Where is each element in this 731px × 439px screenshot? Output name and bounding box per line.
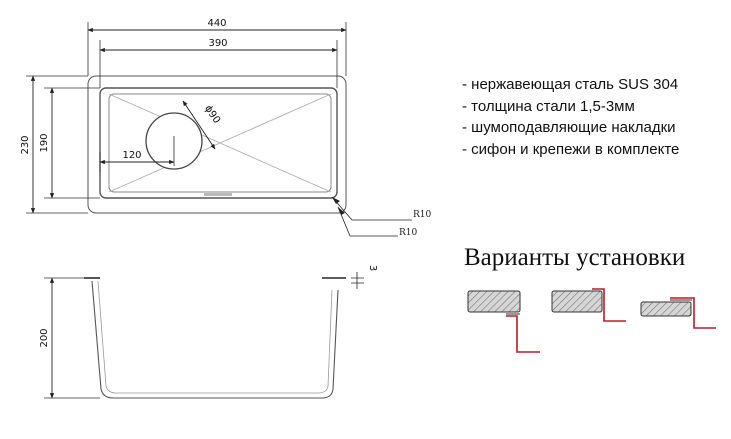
sink-bowl-inner-outline	[108, 93, 332, 193]
install-variant-flush	[551, 288, 626, 322]
sink-flange-red	[506, 315, 540, 353]
sink-flange-red	[670, 297, 716, 329]
feature-item: - толщина стали 1,5-3мм	[462, 97, 635, 115]
install-variants-title: Варианты установки	[464, 244, 686, 271]
dim-label-230: 230	[20, 135, 31, 154]
dim-line-diameter	[182, 100, 216, 150]
countertop-section	[551, 290, 603, 313]
feature-item: - сифон и крепежи в комплекте	[462, 140, 680, 158]
dim-label-190: 190	[39, 133, 50, 152]
sink-side-profile	[91, 280, 339, 399]
radius-leader	[337, 206, 398, 237]
side-view: 200 3	[39, 265, 378, 399]
install-variant-overmount	[640, 297, 716, 329]
sink-outer-rim	[87, 75, 347, 214]
dim-label-390: 390	[208, 38, 227, 49]
top-view: 440 390 230 190 120 ϕ90 R10 R10	[20, 18, 432, 238]
sink-flange-red	[592, 288, 626, 322]
overflow-slot	[204, 193, 232, 196]
install-variant-undermount	[467, 290, 540, 353]
dim-label-120: 120	[122, 150, 141, 161]
dim-label-3: 3	[367, 265, 378, 271]
feature-item: - нержавеющая сталь SUS 304	[462, 76, 679, 93]
bowl-diagonal	[108, 93, 332, 193]
countertop-section	[640, 301, 692, 317]
sink-bowl-outline	[99, 87, 338, 199]
radius-label-bottom: R10	[399, 228, 418, 238]
feature-list: - нержавеющая сталь SUS 304 - толщина ст…	[462, 74, 679, 160]
radius-label-top: R10	[413, 210, 432, 220]
feature-item: - шумоподавляющие накладки	[462, 119, 676, 136]
dim-label-200: 200	[39, 328, 50, 347]
dim-label-diameter: ϕ90	[202, 104, 222, 126]
countertop-section	[467, 290, 521, 313]
dim-label-440: 440	[207, 18, 226, 29]
radius-leader	[331, 196, 412, 221]
